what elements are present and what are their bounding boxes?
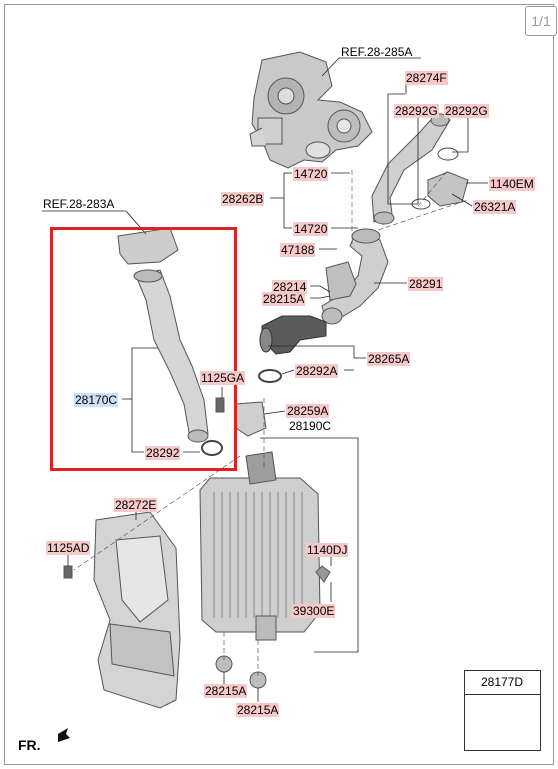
air-guard-28272E-illustration [63,511,181,709]
hose-28170C-illustration [117,227,225,456]
part-39300E-label[interactable]: 39300E [292,604,336,618]
bracket-28259A-illustration [235,401,267,437]
part-28190C-label[interactable]: 28190C [289,419,332,433]
part-1125GA-label[interactable]: 1125GA [200,371,246,385]
hose-28274F-illustration [371,113,469,225]
part-28272E-label[interactable]: 28272E [114,498,158,512]
part-1140DJ-label[interactable]: 1140DJ [306,543,349,557]
part-1125AD-label[interactable]: 1125AD [46,541,91,555]
part-28291-label[interactable]: 28291 [408,277,444,291]
centerlines [73,169,469,676]
part-28292G-left-label[interactable]: 28292G [394,104,439,118]
part-28274F-label[interactable]: 28274F [405,71,448,85]
part-28215A-top-label[interactable]: 28215A [262,292,306,306]
front-orientation-label: FR. [18,737,41,753]
ref-28-283a-label[interactable]: REF.28-283A [43,197,115,211]
part-28292-label[interactable]: 28292 [145,446,181,460]
part-28292G-right-label[interactable]: 28292G [444,104,489,118]
selection-box [50,227,237,471]
leader-lines [42,57,488,702]
part-28259A-label[interactable]: 28259A [286,404,330,418]
part-14720-bottom-label[interactable]: 14720 [293,222,329,236]
part-28215A-bottom2-label[interactable]: 28215A [236,703,280,717]
part-28262B-label[interactable]: 28262B [221,192,265,206]
turbocharger-illustration [249,51,373,169]
front-arrow-icon [58,728,70,742]
part-28215A-bottom1-label[interactable]: 28215A [204,684,248,698]
part-28170C-label[interactable]: 28170C [74,393,119,407]
part-26321A-label[interactable]: 26321A [473,200,517,214]
ref-28-285a-label[interactable]: REF.28-285A [341,45,413,59]
legend-box [464,670,541,751]
part-47188-label[interactable]: 47188 [280,243,316,257]
hose-28265A-illustration [258,315,327,383]
part-14720-top-label[interactable]: 14720 [293,167,329,181]
part-28265A-label[interactable]: 28265A [367,352,411,366]
legend-part-28177D-label[interactable]: 28177D [480,675,524,689]
page-indicator: 1/1 [525,6,557,36]
hose-28291-illustration [321,228,389,325]
page-frame [4,4,554,765]
part-28214-label[interactable]: 28214 [272,280,308,294]
part-28292A-label[interactable]: 28292A [295,364,339,378]
intercooler-illustration [199,451,331,689]
part-1140EM-label[interactable]: 1140EM [489,177,535,191]
